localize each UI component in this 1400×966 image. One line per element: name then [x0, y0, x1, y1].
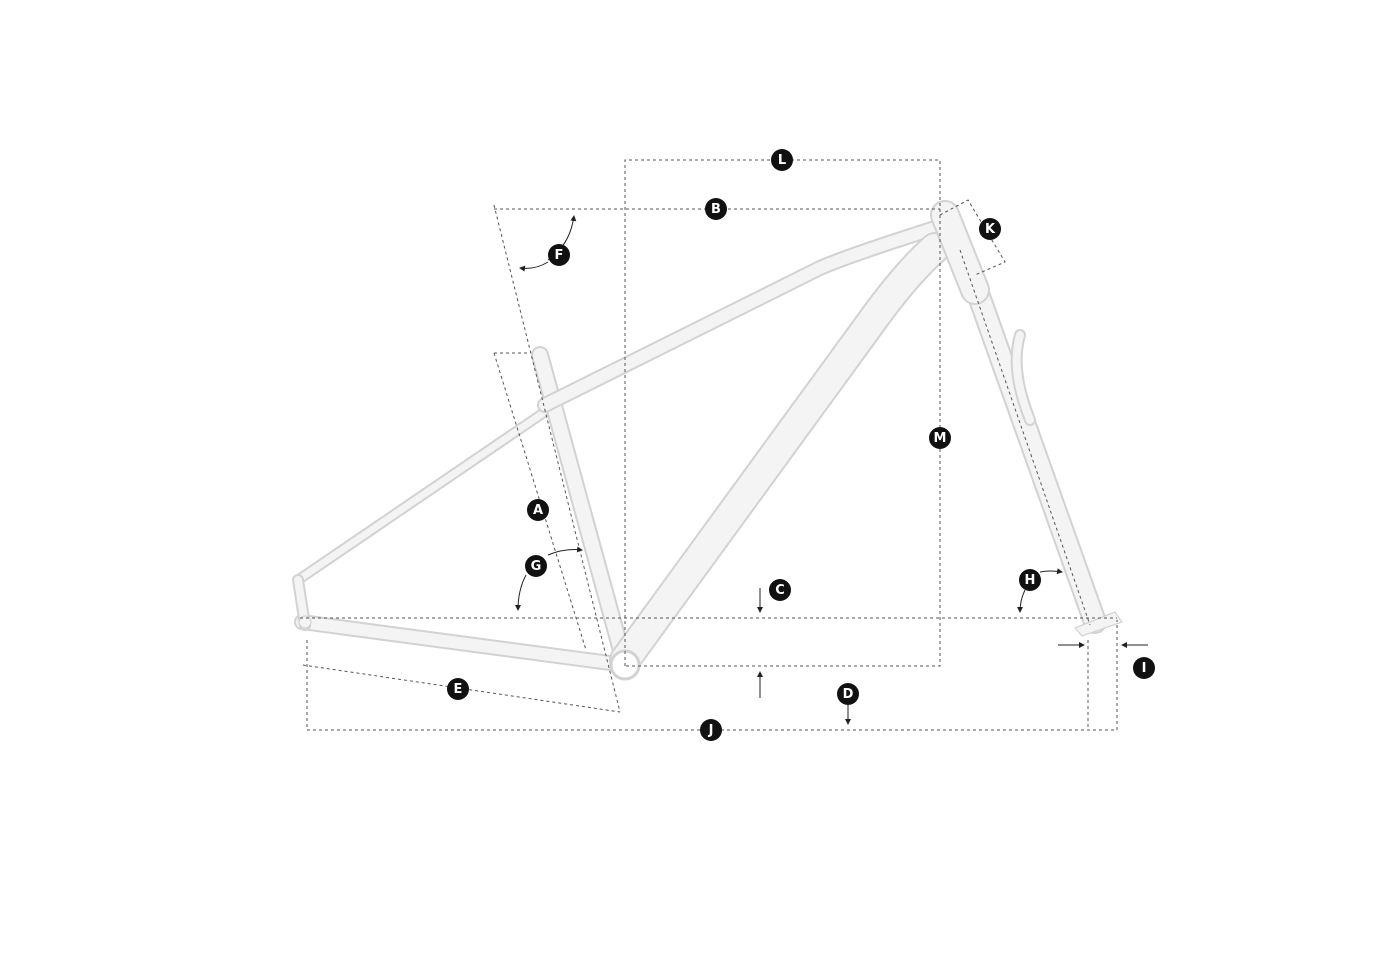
label-I: I — [1133, 657, 1155, 679]
label-J: J — [700, 719, 722, 741]
label-H: H — [1019, 569, 1041, 591]
label-B: B — [705, 198, 727, 220]
label-G: G — [525, 555, 547, 577]
label-E: E — [447, 678, 469, 700]
label-A: A — [527, 499, 549, 521]
label-F: F — [548, 244, 570, 266]
label-M: M — [929, 427, 951, 449]
label-K: K — [979, 218, 1001, 240]
label-C: C — [769, 579, 791, 601]
bike-frame — [292, 200, 1123, 681]
label-L: L — [771, 149, 793, 171]
label-D: D — [837, 683, 859, 705]
